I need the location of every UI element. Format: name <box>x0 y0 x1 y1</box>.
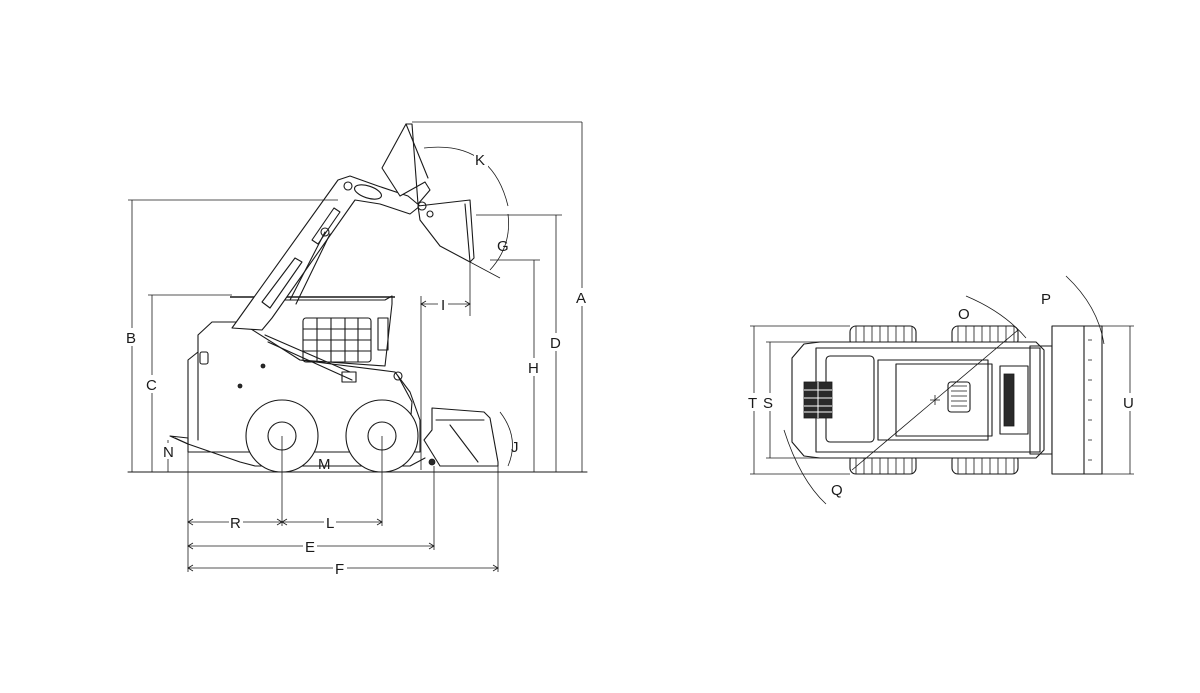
label-O: O <box>958 306 970 323</box>
dumped-bucket-edge <box>464 203 471 263</box>
arm-cutout <box>354 184 382 200</box>
label-G: G <box>497 238 509 255</box>
dim-arrows <box>187 300 499 572</box>
top-roof-vent <box>947 381 971 413</box>
label-L: L <box>326 515 334 532</box>
top-cab-inner <box>895 363 993 437</box>
cab-window-grid <box>302 317 372 363</box>
dim-O-arc <box>965 295 1027 339</box>
dim-J-arc <box>499 411 513 467</box>
label-E: E <box>305 539 315 556</box>
top-rear-grille <box>803 381 833 419</box>
bucket-pivot <box>417 201 427 211</box>
label-R: R <box>230 515 241 532</box>
arm-slot <box>261 257 303 309</box>
dim-Q-arc <box>783 429 827 505</box>
side-view-labels: A B C D E F G H I J K L M N R <box>125 150 589 578</box>
label-N: N <box>163 444 174 461</box>
dim-G-arc <box>469 213 509 279</box>
dim-K-arc <box>423 146 509 207</box>
arm-pivot <box>320 227 330 237</box>
tail-light <box>199 351 209 365</box>
label-M: M <box>318 456 331 473</box>
lowered-bucket <box>423 407 499 467</box>
top-view-labels: O P Q S T U <box>747 289 1136 499</box>
top-bucket <box>1051 325 1103 475</box>
arm-slot <box>311 207 341 245</box>
lower-link <box>264 334 353 381</box>
top-front-block <box>1003 373 1015 427</box>
label-J: J <box>511 439 519 456</box>
label-I: I <box>441 297 445 314</box>
raised-bucket-edge <box>405 123 429 179</box>
label-A: A <box>576 290 586 307</box>
top-front-plate <box>999 365 1029 435</box>
top-bucket-ticks <box>1088 339 1092 461</box>
bucket-pivot <box>426 210 434 218</box>
top-cab-roof <box>877 359 989 441</box>
arm-pivot <box>393 371 403 381</box>
body-bolt <box>260 363 266 369</box>
dim-P-arc <box>1065 275 1105 345</box>
label-C: C <box>146 377 157 394</box>
label-K: K <box>475 152 485 169</box>
bucket-side-line <box>449 424 479 463</box>
link-block <box>341 371 357 383</box>
label-P: P <box>1041 291 1051 308</box>
label-U: U <box>1123 395 1134 412</box>
label-F: F <box>335 561 344 578</box>
label-S: S <box>763 395 773 412</box>
label-H: H <box>528 360 539 377</box>
arm-pivot <box>343 181 353 191</box>
top-view: O P Q S T U <box>747 275 1136 505</box>
top-radius-lines <box>851 329 1019 471</box>
top-chassis <box>791 341 1045 459</box>
label-D: D <box>550 335 561 352</box>
top-tires <box>849 325 1019 475</box>
lift-cylinder <box>289 231 331 305</box>
body-bolt <box>237 383 243 389</box>
raised-bucket <box>381 123 431 205</box>
label-T: T <box>748 395 757 412</box>
mirror <box>377 317 389 351</box>
side-view: A B C D E F G H I J K L M N R <box>125 121 589 578</box>
label-B: B <box>126 330 136 347</box>
label-Q: Q <box>831 482 843 499</box>
rear-bumper <box>169 435 189 445</box>
bucket-hinge <box>428 458 436 466</box>
